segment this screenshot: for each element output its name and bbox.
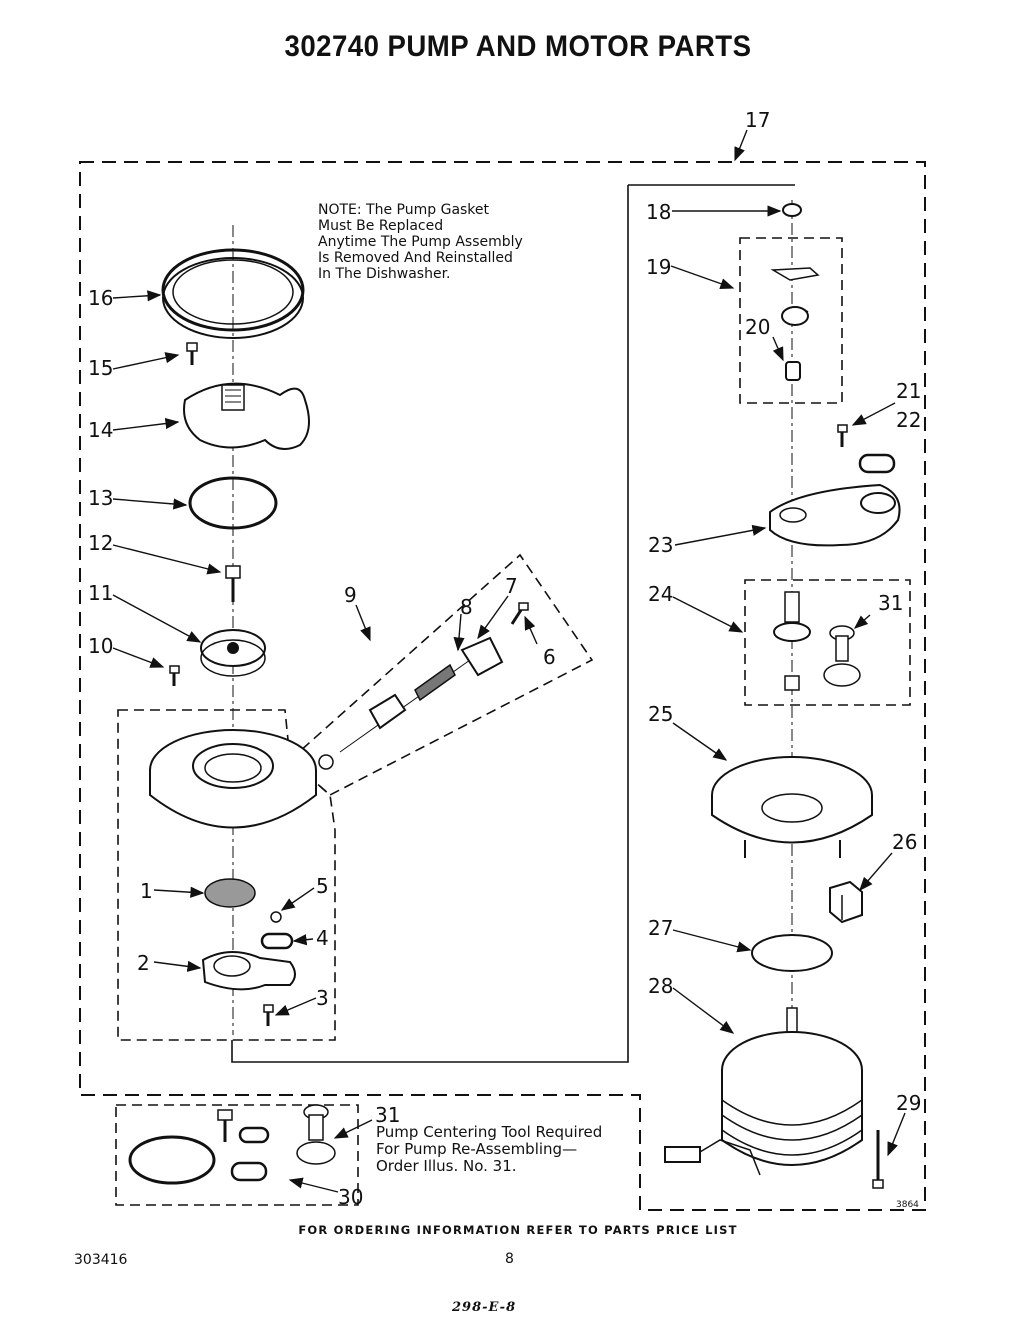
seal-ring-13 — [188, 476, 278, 530]
label-18: 18 — [646, 200, 671, 224]
illustration-code: 3864 — [896, 1200, 919, 1210]
valve-assembly-9 — [318, 602, 529, 770]
label-11: 11 — [88, 581, 113, 605]
ball-5 — [270, 911, 282, 923]
label-2: 2 — [137, 951, 150, 975]
ordering-info-footer: FOR ORDERING INFORMATION REFER TO PARTS … — [298, 1223, 738, 1237]
group-24-box — [744, 579, 911, 706]
group-9-box — [288, 553, 594, 796]
label-31-b: 31 — [375, 1103, 400, 1127]
label-17: 17 — [745, 108, 770, 132]
filter-disc-1 — [204, 878, 256, 908]
pump-gasket-note: NOTE: The Pump Gasket Must Be Replaced A… — [318, 202, 523, 282]
label-9: 9 — [344, 583, 357, 607]
screw-3 — [263, 1004, 274, 1026]
pump-housing — [149, 729, 317, 829]
pump-cover-14 — [183, 382, 310, 450]
bolt-12 — [225, 565, 241, 602]
pump-assembly-outline — [231, 184, 795, 1063]
label-6: 6 — [543, 645, 556, 669]
label-22: 22 — [896, 408, 921, 432]
motor-bracket-25 — [711, 756, 873, 858]
screw-29 — [872, 1130, 884, 1189]
screw-10 — [169, 665, 180, 686]
coupling-24 — [773, 591, 811, 691]
terminal-block-26 — [829, 880, 863, 924]
leader-arrows — [112, 129, 906, 1193]
label-1: 1 — [140, 879, 153, 903]
slinger-disc-27 — [751, 934, 833, 972]
label-23: 23 — [648, 533, 673, 557]
washer-18 — [782, 203, 802, 217]
motor-28 — [664, 1007, 863, 1176]
centering-tool-31-b — [296, 1104, 336, 1165]
document-number: 303416 — [74, 1252, 128, 1268]
label-3: 3 — [316, 986, 329, 1010]
group-19-box — [739, 237, 843, 404]
label-25: 25 — [648, 702, 673, 726]
assembly-17-boundary — [79, 161, 926, 1211]
label-12: 12 — [88, 531, 113, 555]
label-31-a: 31 — [878, 591, 903, 615]
label-5: 5 — [316, 874, 329, 898]
part-number-labels: 1 2 3 4 5 6 7 8 9 10 11 12 13 14 15 16 1… — [88, 108, 921, 1209]
centering-tool-31-a — [823, 625, 861, 687]
label-15: 15 — [88, 356, 113, 380]
label-10: 10 — [88, 634, 113, 658]
pump-base-2 — [201, 951, 296, 991]
seal-22 — [858, 453, 896, 474]
label-27: 27 — [648, 916, 673, 940]
screw-21 — [837, 424, 848, 447]
centering-tool-callout: Pump Centering Tool Required For Pump Re… — [376, 1123, 603, 1175]
label-20: 20 — [745, 315, 770, 339]
label-29: 29 — [896, 1091, 921, 1115]
label-16: 16 — [88, 286, 113, 310]
spring-assembly-19 — [770, 267, 820, 326]
screw-15 — [186, 342, 198, 365]
label-19: 19 — [646, 255, 671, 279]
label-21: 21 — [896, 379, 921, 403]
label-13: 13 — [88, 486, 113, 510]
pump-gasket-16 — [161, 248, 305, 339]
page-title: 302740 PUMP AND MOTOR PARTS — [284, 30, 752, 63]
label-26: 26 — [892, 830, 917, 854]
label-30: 30 — [338, 1185, 363, 1209]
label-8: 8 — [460, 595, 473, 619]
handwritten-mark: 298-E-8 — [452, 1300, 517, 1315]
label-4: 4 — [316, 926, 329, 950]
motor-cover-23 — [769, 483, 901, 547]
impeller-11 — [200, 629, 266, 677]
spacer-20 — [785, 361, 801, 381]
label-14: 14 — [88, 418, 113, 442]
kit-30-box — [115, 1104, 359, 1206]
page-number: 8 — [505, 1251, 514, 1267]
pump-housing-box — [117, 709, 336, 1041]
seal-4 — [260, 932, 294, 950]
label-7: 7 — [505, 574, 518, 598]
kit-30-parts — [128, 1109, 270, 1185]
label-24: 24 — [648, 582, 673, 606]
label-28: 28 — [648, 974, 673, 998]
